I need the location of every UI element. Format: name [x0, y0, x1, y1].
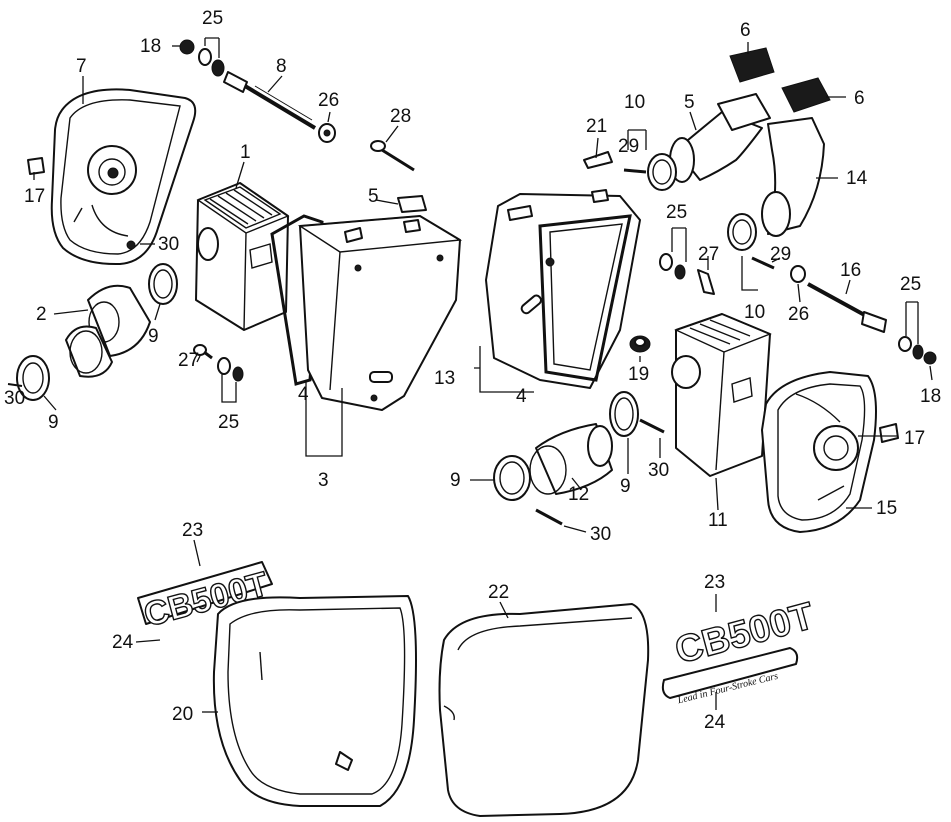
callout-22: 22	[488, 582, 509, 603]
screw-28	[370, 140, 415, 172]
callout-18-right: 18	[920, 386, 941, 407]
callout-8: 8	[276, 56, 287, 77]
top-nut-washer-set	[179, 39, 225, 77]
callout-30-left-bottom: 30	[4, 388, 25, 409]
grommet-19	[629, 335, 651, 353]
callout-14: 14	[846, 168, 868, 189]
right-upper-clamp	[623, 153, 775, 270]
callout-30-right-bottom: 30	[590, 524, 611, 545]
left-air-cleaner-case	[297, 215, 463, 411]
right-washers-bolt	[659, 253, 715, 295]
right-side-cover	[438, 603, 650, 817]
callout-12: 12	[568, 484, 589, 505]
callout-4-left: 4	[298, 384, 309, 405]
leader-lines	[33, 37, 933, 713]
left-clip	[397, 195, 427, 213]
callout-19: 19	[628, 364, 649, 385]
callout-27-right: 27	[698, 244, 719, 265]
left-intake-rubber	[65, 284, 151, 378]
callout-23-right: 23	[704, 572, 725, 593]
callout-9-left-upper: 9	[148, 326, 159, 347]
callout-2: 2	[36, 304, 47, 325]
right-screws	[535, 418, 665, 526]
callout-17-left: 17	[24, 186, 45, 207]
callout-15: 15	[876, 498, 897, 519]
callout-25-right-mid: 25	[666, 202, 687, 223]
right-air-cleaner-case	[485, 189, 641, 389]
callout-5-left: 5	[368, 186, 379, 207]
left-clamp-upper	[148, 263, 178, 305]
callout-26-left: 26	[318, 90, 339, 111]
long-bolt-left	[223, 71, 317, 130]
callout-13: 13	[434, 368, 455, 389]
left-air-cleaner-cover	[50, 88, 197, 266]
callout-4-right: 4	[516, 386, 527, 407]
callout-25-top: 25	[202, 8, 223, 29]
callout-27-left: 27	[178, 350, 199, 371]
right-bolt-set	[790, 265, 937, 365]
left-lower-bolts	[193, 344, 244, 382]
callout-16: 16	[840, 260, 861, 281]
left-side-cover	[212, 595, 417, 807]
callout-3: 3	[318, 470, 329, 491]
callout-28: 28	[390, 106, 411, 127]
callout-25-right: 25	[900, 274, 921, 295]
callout-29-top: 29	[618, 136, 639, 157]
callout-9-right-left: 9	[450, 470, 461, 491]
callout-10-top: 10	[624, 92, 645, 113]
callout-7: 7	[76, 56, 87, 77]
callout-24-left: 24	[112, 632, 134, 653]
callout-9-left-lower: 9	[48, 412, 59, 433]
callout-20: 20	[172, 704, 193, 725]
right-rubber-cap	[879, 423, 899, 443]
right-clamps	[493, 391, 639, 501]
callout-30-left-top: 30	[158, 234, 179, 255]
callout-labels: 25 18 7 8 26 28 1 17 5 30 2 9 27 30 4 9 …	[4, 8, 941, 733]
callout-10-bottom: 10	[744, 302, 765, 323]
left-clamp-lower	[16, 355, 50, 401]
right-air-element	[671, 313, 772, 477]
callout-30-right-mid: 30	[648, 460, 669, 481]
callout-1: 1	[240, 142, 251, 163]
callout-29-right: 29	[770, 244, 791, 265]
callout-11: 11	[708, 510, 728, 531]
callout-23-left: 23	[182, 520, 203, 541]
callout-24-right: 24	[704, 712, 726, 733]
left-screws	[7, 240, 136, 387]
top-caps-6	[729, 47, 831, 113]
right-air-cleaner-cover	[761, 371, 877, 533]
callout-25-left-bottom: 25	[218, 412, 239, 433]
callout-6-top: 6	[740, 20, 751, 41]
left-badge-plate	[137, 561, 273, 625]
left-washer	[318, 123, 336, 143]
callout-18-top: 18	[140, 36, 161, 57]
callout-6-right: 6	[854, 88, 865, 109]
callout-17-right: 17	[904, 428, 925, 449]
callout-9-right-top: 9	[620, 476, 631, 497]
callout-5-right: 5	[684, 92, 695, 113]
right-intake-rubber	[529, 423, 613, 495]
callout-26-right: 26	[788, 304, 809, 325]
right-clip	[583, 151, 613, 169]
callout-21: 21	[586, 116, 607, 137]
left-rubber-cap	[27, 157, 45, 175]
left-air-element	[195, 182, 290, 331]
lower-intake-tube	[761, 117, 825, 237]
